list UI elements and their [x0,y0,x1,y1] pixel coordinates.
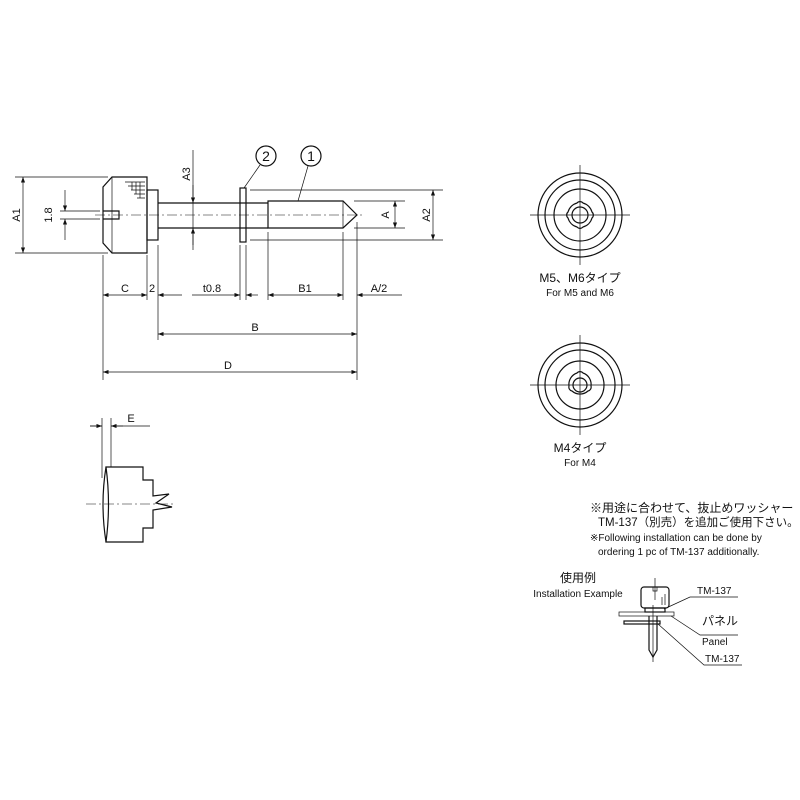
side-view: 2 1 A1 1.8 A3 A A2 C 2 t0.8 B1 A/2 B D [11,145,443,380]
slot [103,210,120,220]
front-view-m4-label-ja: M4タイプ [554,441,607,455]
dim-1-8: 1.8 [43,207,55,222]
dim-a2: A2 [421,208,433,221]
dim-b: B [251,322,258,334]
balloon-1-label: 1 [307,148,315,164]
washer-note: ※用途に合わせて、抜止めワッシャー TM-137（別売）を追加ご使用下さい。 ※… [590,500,799,558]
front-view-m5-m6-label-ja: M5、M6タイプ [539,271,620,285]
dim-a: A [380,211,392,219]
front-view-m4-label-en: For M4 [564,458,596,469]
installation-title-ja: 使用例 [560,570,596,585]
knurl-marks [125,181,145,199]
installation-title-en: Installation Example [533,589,623,600]
balloon-2 [255,145,277,167]
dim-a3: A3 [181,167,193,180]
dim-c: C [121,283,129,295]
note-en-line2: ordering 1 pc of TM-137 additionally. [598,547,759,558]
balloon-1 [300,145,322,167]
shank [158,202,268,229]
balloon-2-label: 2 [262,148,270,164]
install-panel [618,611,675,617]
installation-example: 使用例 Installation Example TM-137 パネル Pane… [533,570,742,666]
note-ja-line1: ※用途に合わせて、抜止めワッシャー [590,500,793,515]
front-view-m4: M4タイプ For M4 [530,335,630,469]
front-view-m5-m6: M5、M6タイプ For M5 and M6 [530,165,630,299]
install-washer-bottom [623,620,661,625]
dim-d: D [224,360,232,372]
dim-b1: B1 [298,283,311,295]
section-view: E [86,413,176,543]
dim-2: 2 [149,283,155,295]
collar [146,189,159,241]
note-ja-line2: TM-137（別売）を追加ご使用下さい。 [598,515,799,529]
thread [267,200,358,229]
dim-a-half: A/2 [371,283,388,295]
install-washer-top [644,607,666,613]
dim-e: E [127,413,134,425]
dim-a1: A1 [11,208,23,221]
front-view-m5-m6-label-en: For M5 and M6 [546,288,614,299]
install-label-tm137-bottom: TM-137 [705,654,740,665]
section-hatch [105,466,173,543]
note-en-line1: ※Following installation can be done by [590,533,762,544]
install-label-tm137-top: TM-137 [697,586,732,597]
dim-t0-8: t0.8 [203,283,221,295]
install-label-panel-en: Panel [702,637,728,648]
washer [239,187,247,243]
install-label-panel-ja: パネル [702,614,738,628]
